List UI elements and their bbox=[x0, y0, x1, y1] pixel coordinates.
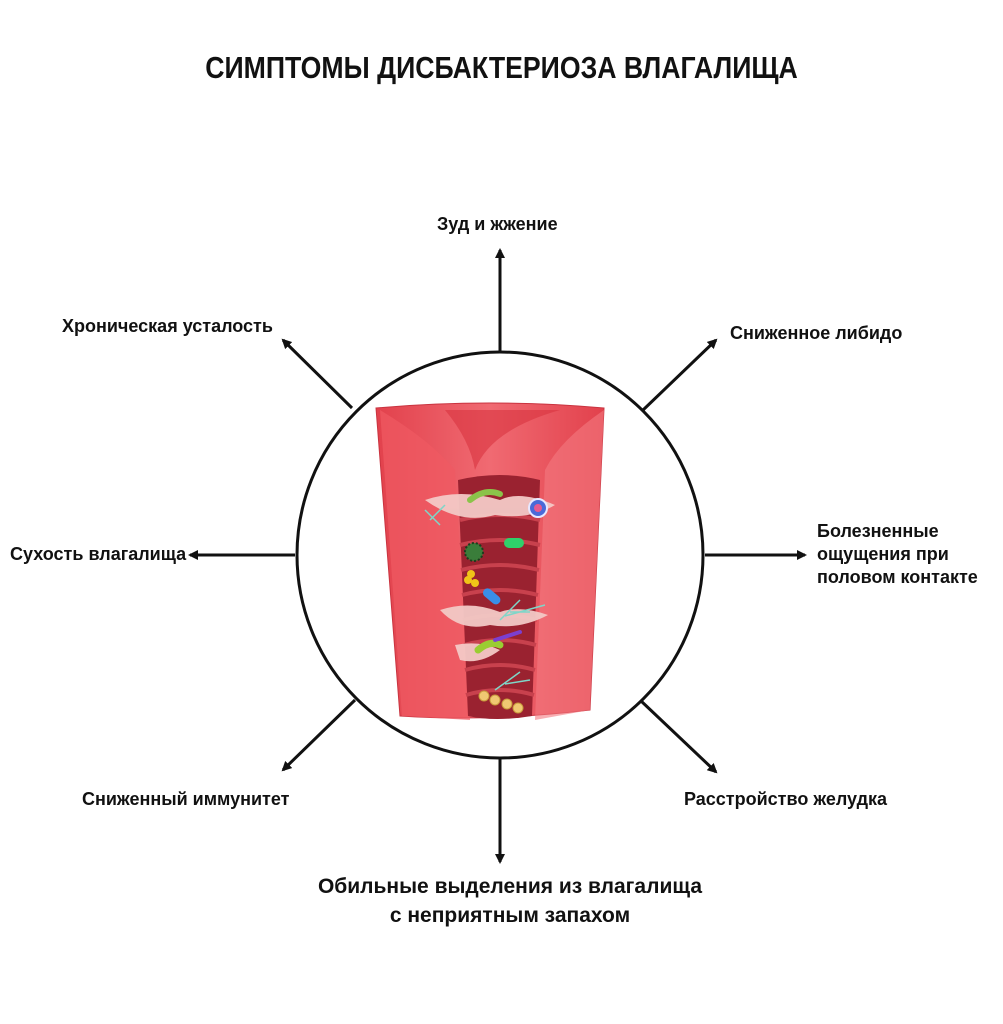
symptom-painful-intercourse: Болезненные ощущения при половом контакт… bbox=[817, 520, 978, 589]
symptom-stomach-upset: Расстройство желудка bbox=[684, 789, 888, 809]
arrow-up-right bbox=[640, 338, 718, 413]
symptom-vaginal-dryness: Сухость влагалища bbox=[10, 544, 187, 564]
symptom-painful-line2: ощущения при bbox=[817, 544, 949, 564]
arrow-down-right bbox=[638, 698, 718, 774]
symptom-painful-line1: Болезненные bbox=[817, 521, 939, 541]
arrow-up-left bbox=[281, 338, 354, 410]
symptom-chronic-fatigue: Хроническая усталость bbox=[62, 316, 273, 336]
page-title: СИМПТОМЫ ДИСБАКТЕРИОЗА ВЛАГАЛИЩА bbox=[205, 50, 798, 85]
arrow-down-left bbox=[281, 698, 357, 772]
symptom-reduced-libido: Сниженное либидо bbox=[730, 323, 903, 343]
symptom-reduced-immunity: Сниженный иммунитет bbox=[82, 789, 290, 809]
vagina-illustration bbox=[375, 402, 605, 720]
symptom-discharge: Обильные выделения из влагалища с неприя… bbox=[300, 872, 720, 930]
symptom-itching-burning: Зуд и жжение bbox=[437, 214, 558, 234]
symptom-discharge-line2: с неприятным запахом bbox=[389, 904, 631, 927]
symptom-discharge-line1: Обильные выделения из влагалища bbox=[317, 875, 703, 898]
arrows bbox=[188, 248, 807, 864]
symptom-painful-line3: половом контакте bbox=[817, 567, 978, 587]
